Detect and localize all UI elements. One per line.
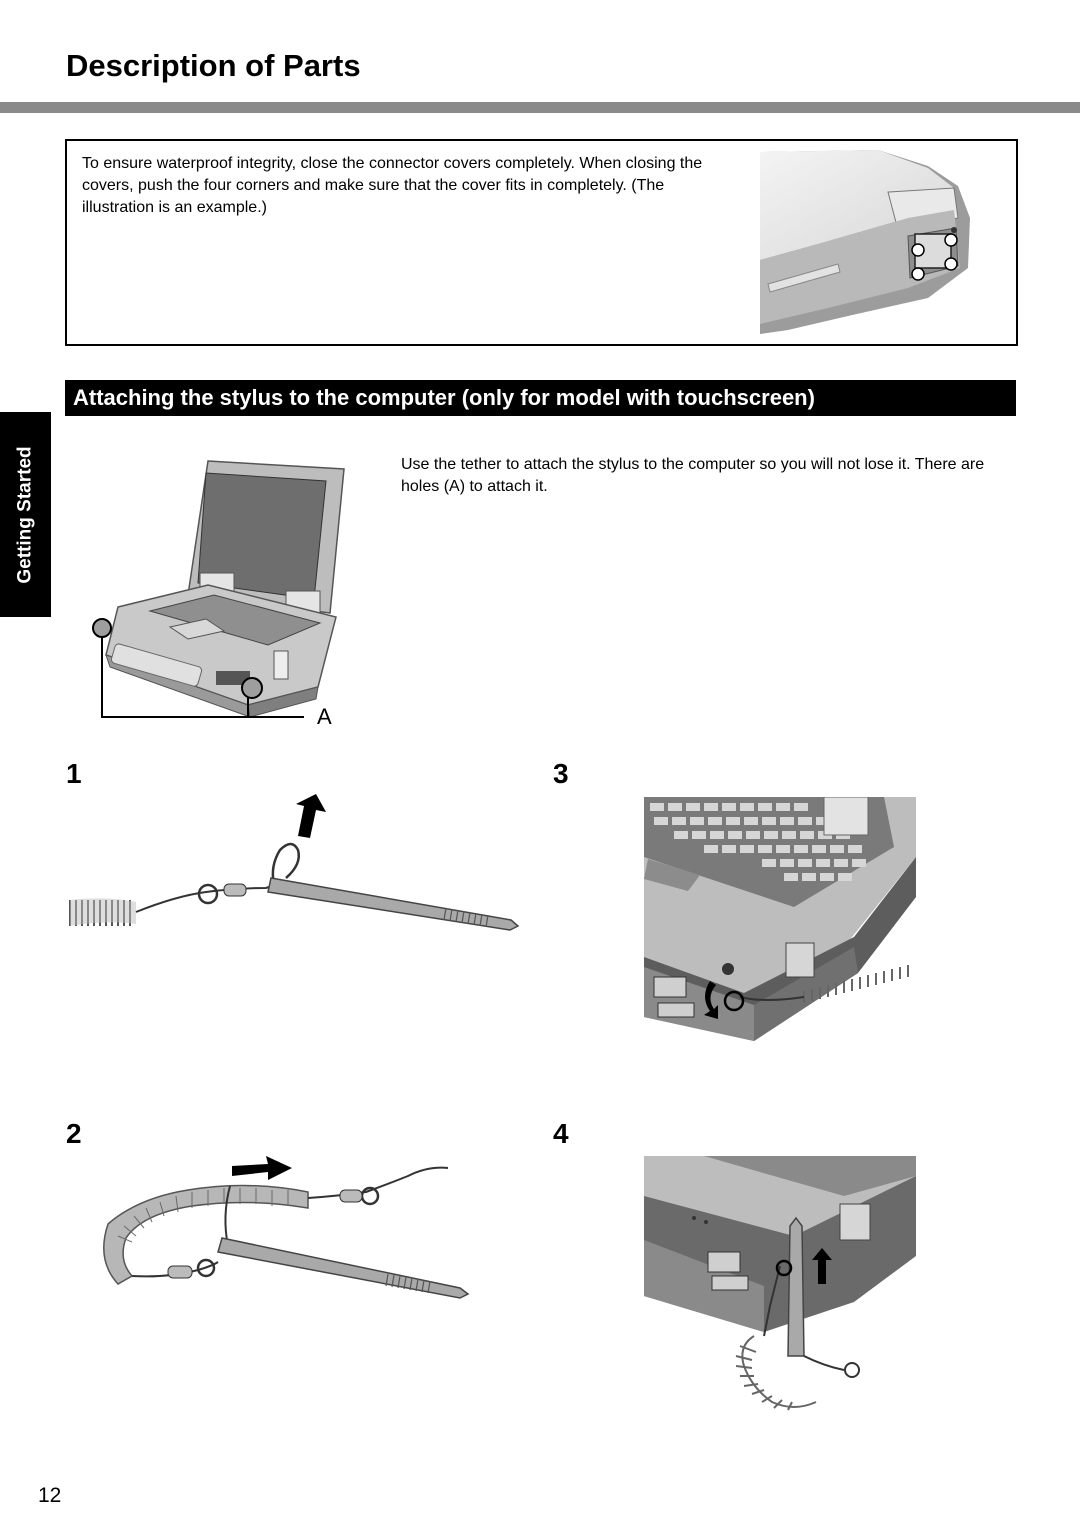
title-rule xyxy=(0,102,1080,113)
step-4-illustration xyxy=(644,1156,916,1411)
stylus-instructions: Use the tether to attach the stylus to t… xyxy=(401,456,985,495)
laptop-illustration xyxy=(92,460,345,718)
step-1-illustration xyxy=(69,794,520,931)
step-2-number: 2 xyxy=(66,1118,82,1149)
note-box xyxy=(65,139,1018,346)
step-1-number: 1 xyxy=(66,758,82,789)
step-3-illustration xyxy=(644,797,916,1043)
section-heading: Attaching the stylus to the computer (on… xyxy=(65,380,1016,416)
side-tab-label: Getting Started xyxy=(14,445,36,584)
step-2-illustration xyxy=(103,1156,470,1299)
connector-cover-illustration xyxy=(760,150,970,334)
step-3-number: 3 xyxy=(553,758,569,789)
side-tab-getting-started: Getting Started xyxy=(0,412,51,617)
page-number: 12 xyxy=(38,1484,62,1507)
callout-label-a: A xyxy=(317,704,332,729)
step-4-number: 4 xyxy=(553,1118,569,1149)
page-title: Description of Parts xyxy=(66,48,361,83)
note-text: To ensure waterproof integrity, close th… xyxy=(82,155,703,216)
